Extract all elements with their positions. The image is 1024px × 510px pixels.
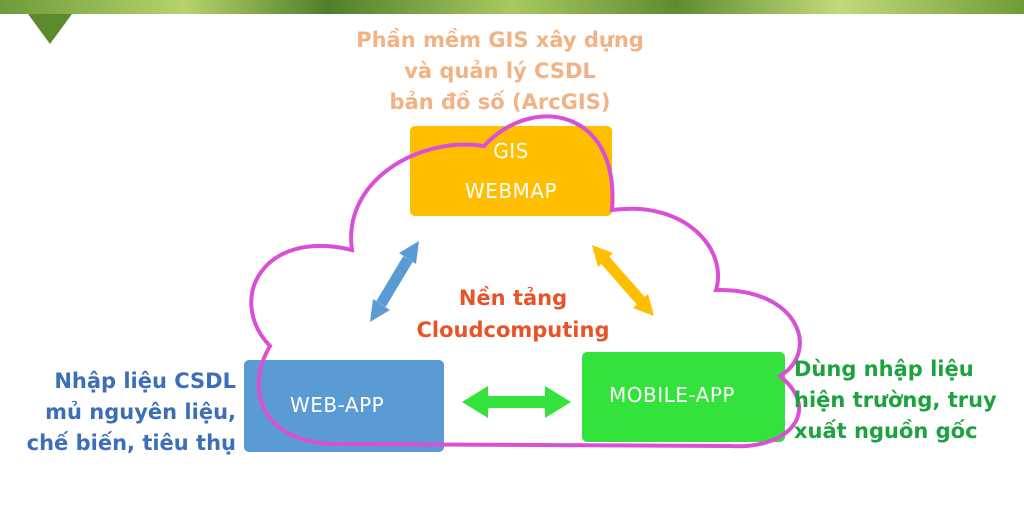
gis-box-title: GIS (493, 139, 529, 163)
gis-box-subtitle: WEBMAP (464, 179, 558, 203)
web-mobile-arrow (462, 386, 571, 418)
mobile-note-line: Dùng nhập liệu (794, 357, 974, 381)
mobile-note-line: hiện trường, truy (794, 388, 997, 412)
web-app-note: Nhập liệu CSDL mủ nguyên liệu, chế biến,… (10, 366, 236, 459)
web-app-label: WEB-APP (290, 393, 385, 417)
cloud-platform-label: Nền tảng Cloudcomputing (400, 282, 626, 346)
mobile-app-label: MOBILE-APP (609, 383, 735, 407)
gis-webmap-box[interactable]: GIS WEBMAP (410, 126, 612, 216)
gis-software-note: Phần mềm GIS xây dựng và quản lý CSDL bả… (300, 25, 700, 118)
cloud-outline (249, 114, 802, 449)
mobile-app-note: Dùng nhập liệu hiện trường, truy xuất ng… (794, 354, 1022, 447)
banner-tip-decoration (28, 14, 72, 44)
leaf-banner (0, 0, 1024, 14)
web-note-line: mủ nguyên liệu, (45, 400, 236, 424)
web-app-box[interactable]: WEB-APP (244, 360, 444, 452)
gis-note-line: Phần mềm GIS xây dựng (356, 28, 644, 52)
web-gis-arrow (370, 241, 419, 322)
web-note-line: chế biến, tiêu thụ (26, 431, 236, 455)
mobile-note-line: xuất nguồn gốc (794, 419, 978, 443)
cloud-label-line: Cloudcomputing (416, 318, 610, 342)
gis-mobile-arrow (592, 245, 654, 316)
cloud-label-line: Nền tảng (458, 286, 568, 310)
gis-note-line: và quản lý CSDL (404, 59, 596, 83)
gis-note-line: bản đồ số (ArcGIS) (389, 90, 611, 114)
mobile-app-box[interactable]: MOBILE-APP (582, 352, 785, 442)
web-note-line: Nhập liệu CSDL (54, 369, 236, 393)
